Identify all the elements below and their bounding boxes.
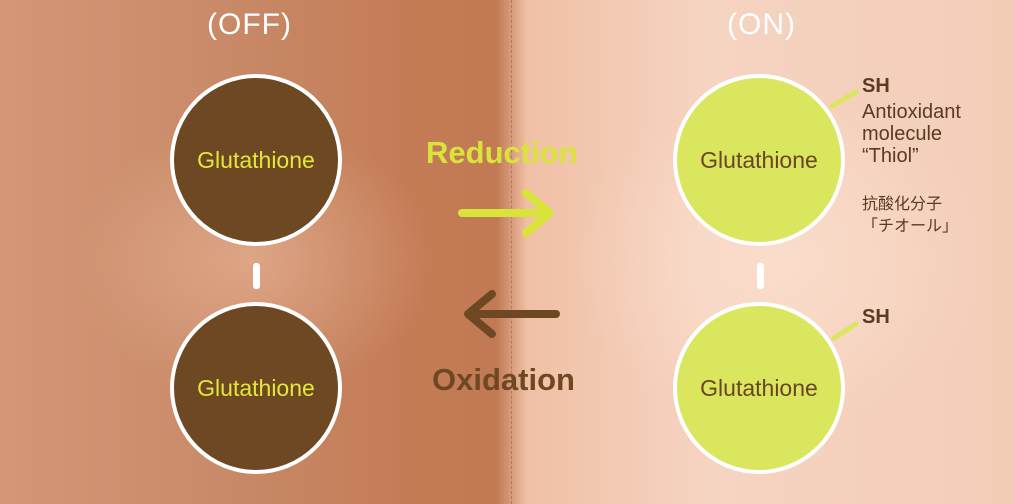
annotation-line: molecule xyxy=(862,123,943,145)
top-sh-connector xyxy=(829,89,859,109)
oxidation-arrow-icon xyxy=(464,290,560,338)
top-sh-label: SH xyxy=(862,75,890,97)
annotation-line: 「チオール」 xyxy=(862,218,959,235)
off-bottom-glutathione-circle: Glutathione xyxy=(170,302,342,474)
reduction-label: Reduction xyxy=(426,135,578,170)
reduction-arrow-icon xyxy=(458,189,554,237)
bottom-sh-label: SH xyxy=(862,306,890,328)
bottom-sh-connector xyxy=(831,321,859,341)
off-disulfide-bond xyxy=(253,263,260,289)
off-state-label: (OFF) xyxy=(207,8,292,41)
off-top-glutathione-circle: Glutathione xyxy=(170,74,342,246)
molecule-label: Glutathione xyxy=(700,146,818,173)
molecule-label: Glutathione xyxy=(197,146,315,173)
on-bottom-glutathione-circle: Glutathione xyxy=(673,302,845,474)
thiol-english-note: Antioxidant molecule “Thiol” xyxy=(862,101,961,167)
center-divider xyxy=(511,0,512,504)
on-separator xyxy=(757,263,764,289)
on-top-glutathione-circle: Glutathione xyxy=(673,74,845,246)
thiol-japanese-note: 抗酸化分子 「チオール」 xyxy=(862,194,958,238)
on-state-label: (ON) xyxy=(727,8,796,41)
molecule-label: Glutathione xyxy=(700,374,818,401)
annotation-line: “Thiol” xyxy=(862,145,919,167)
annotation-line: Antioxidant xyxy=(862,101,961,123)
oxidation-label: Oxidation xyxy=(432,362,575,397)
annotation-line: 抗酸化分子 xyxy=(862,196,943,213)
molecule-label: Glutathione xyxy=(197,374,315,401)
